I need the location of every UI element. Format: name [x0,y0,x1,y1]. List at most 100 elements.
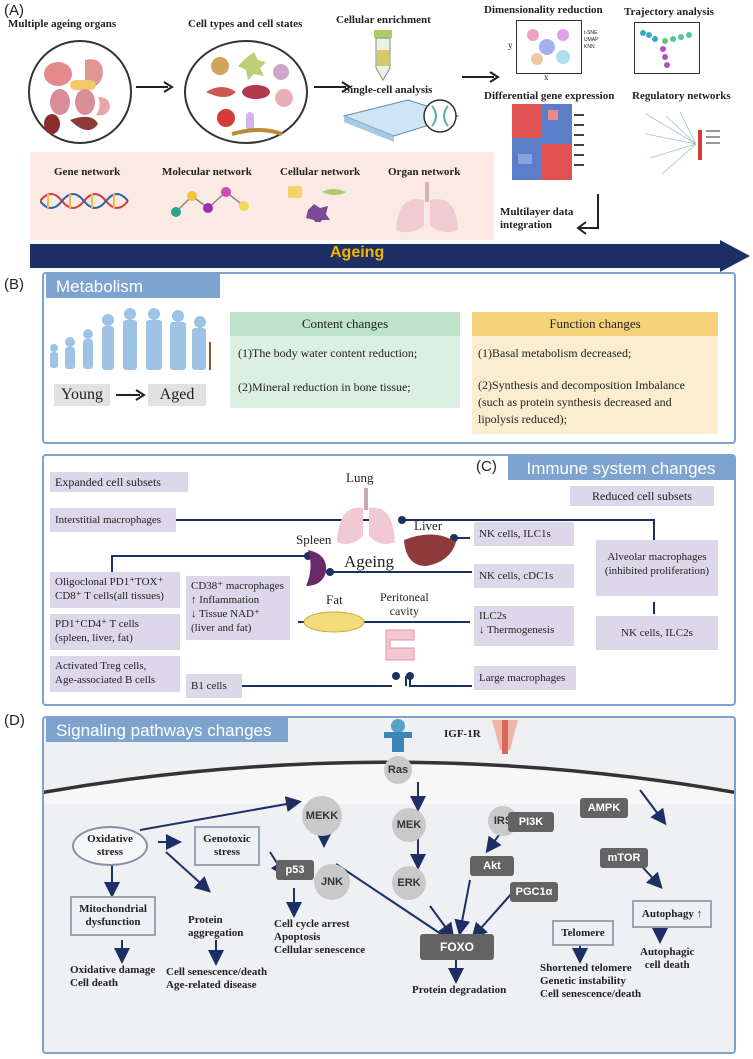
arrow-a3-icon [462,71,500,83]
treg-line1: Activated Treg cells, [55,660,147,672]
fat-label: Fat [326,592,343,607]
young-to-aged-arrow-icon [116,389,146,401]
scatter-clusters-icon [527,29,570,65]
young-label: Young [54,384,110,406]
function-item-1: (1)Basal metabolism decreased; [478,346,632,360]
ilc2-line1: ILC2s [479,610,507,622]
regnet-title: Regulatory networks [632,90,731,102]
trajectory-icon [640,30,692,68]
genotoxic-stress-node: Genotoxic stress [194,826,260,866]
oligoclonal-line1: Oligoclonal PD1⁺TOX⁺ [55,576,164,588]
autophagy-outcome-2: cell death [644,959,690,971]
telomere-outcome: Shortened telomere Genetic instability C… [540,962,641,1001]
panel-b-label: (B) [4,276,24,293]
oxidative-line2: stress [96,846,124,858]
ras-node: Ras [384,756,412,784]
b1-box: B1 cells [186,674,242,698]
oligoclonal-line2: CD8⁺ T cells(all tissues) [55,590,164,602]
legend-umap: UMAP [584,37,599,43]
expanded-title: Expanded cell subsets [50,472,188,492]
telomere-outcome-1: Shortened telomere [540,962,632,974]
mito-dysfunction-node: Mitochondrial dysfunction [70,896,156,936]
trajectory-title: Trajectory analysis [624,6,714,18]
organs-circle [28,40,132,144]
nk-ilc2-box: NK cells, ILC2s [596,616,718,650]
panel-a-label: (A) [4,2,24,19]
multilayer-line2: integration [500,219,552,231]
alveolar-line2: (inhibited proliferation) [604,565,710,577]
heatmap [512,104,592,184]
cells-illustration-icon [206,52,293,136]
mito-line1: Mitochondrial [79,903,147,915]
dimred-legend: t-SNE UMAP KNN [584,30,598,51]
liver-organ-icon [404,534,456,566]
alveolar-line1: Alveolar macrophages [607,551,707,563]
protein-aggregation-label: Protein aggregation [188,914,243,940]
p53-node: p53 [276,860,314,880]
dimred-y-label: y [508,40,513,50]
oligoclonal-box: Oligoclonal PD1⁺TOX⁺ CD8⁺ T cells(all ti… [50,572,180,608]
content-item-2: (2)Mineral reduction in bone tissue; [238,380,411,394]
ampk-node: AMPK [580,798,628,818]
lung-icon [396,182,458,233]
organ-network-title: Organ network [388,166,461,178]
akt-node: Akt [470,856,514,876]
cells-circle [184,40,308,144]
pi3k-node: PI3K [508,812,554,832]
dimred-title: Dimensionality reduction [484,4,603,16]
legend-knn: KNN [584,44,595,50]
p53-outcome: Cell cycle arrest Apoptosis Cellular sen… [274,918,365,957]
telomere-outcome-2: Genetic instability [540,975,626,987]
foxo-node: FOXO [420,934,494,960]
p53-outcome-2: Apoptosis [274,931,321,943]
alveolar-box: Alveolar macrophages (inhibited prolifer… [596,540,718,596]
arrow-a1-icon [136,81,174,93]
cd38-line4: (liver and fat) [191,622,252,634]
mito-outcome: Oxidative damage Cell death [70,964,155,990]
cellular-network-title: Cellular network [280,166,361,178]
immune-header: Immune system changes [508,456,734,480]
dimred-plot [516,20,582,74]
mtor-node: mTOR [600,848,648,868]
molecule-icon [171,187,249,217]
metabolism-header: Metabolism changes [46,274,220,316]
protein-agg-line1: Protein [188,914,223,926]
nk-cdc1-box: NK cells, cDC1s [474,564,574,588]
protein-outcome-1: Cell senescence/death [166,966,268,978]
peritoneal-label: Peritoneal cavity [380,590,429,618]
cells-network-icon [288,186,346,222]
enrichment-title: Cellular enrichment [336,14,431,26]
telomere-node: Telomere [552,920,614,946]
fat-organ-icon [303,611,365,633]
panel-d-label: (D) [4,712,25,729]
receptor-icon [384,719,412,752]
genotoxic-line1: Genotoxic [203,833,251,845]
p53-outcome-1: Cell cycle arrest [274,918,350,930]
cd38-line3: ↓ Tissue NAD⁺ [191,608,260,620]
function-item-3: (such as protein synthesis decreased and [478,395,672,409]
organs-title: Multiple ageing organs [8,18,117,30]
content-item-1: (1)The body water content reduction; [238,346,418,360]
nk-ilc1-box: NK cells, ILC1s [474,522,574,546]
function-changes-title: Function changes [472,312,718,336]
spleen-organ-icon [306,550,327,586]
ilc2-line2: ↓ Thermogenesis [479,624,555,636]
organs-illustration-icon [44,59,110,134]
mek-node: MEK [392,808,426,842]
function-item-2: (2)Synthesis and decomposition Imbalance [478,378,685,392]
p53-outcome-3: Cellular senescence [274,944,366,956]
jnk-node: JNK [314,864,350,900]
microplate-icon [342,99,460,142]
peritoneal-line2: cavity [389,604,419,618]
dimred-x-label: x [544,72,549,82]
heatmap-icon [512,104,584,180]
oxidative-line1: Oxidative [87,833,133,845]
mito-outcome-1: Oxidative damage [70,964,156,976]
reduced-title: Reduced cell subsets [570,486,714,506]
igf1r-label: IGF-1R [444,728,481,740]
arrow-a2-icon [314,81,352,93]
ageing-arrow [30,240,750,272]
intestine-organ-icon [385,629,415,661]
pgc1a-node: PGC1α [510,882,558,902]
igf1r-receptor-icon [492,720,518,754]
